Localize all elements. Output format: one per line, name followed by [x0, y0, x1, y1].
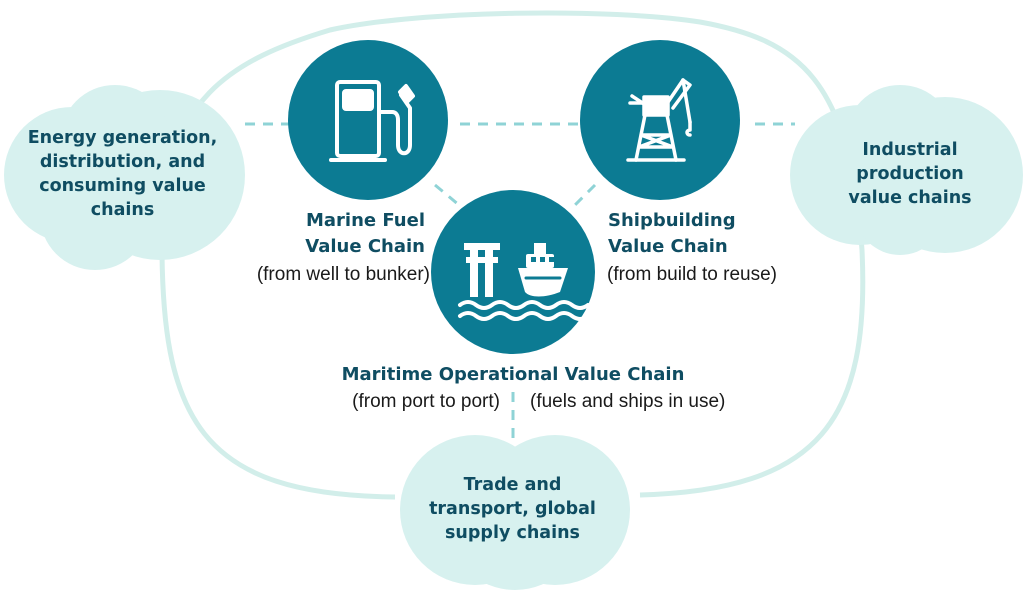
- energy-label-line: Energy generation,: [27, 128, 218, 148]
- trade-label: Trade and transport, global supply chain…: [410, 473, 615, 545]
- trade-label-line: transport, global: [429, 499, 596, 519]
- connector-shipbuilding-maritime: [568, 183, 597, 212]
- marine-fuel-circle: [288, 40, 448, 200]
- maritime-operational-title: Maritime Operational Value Chain: [341, 364, 685, 385]
- trade-label-line: Trade and: [463, 475, 562, 495]
- crane-icon: [626, 78, 692, 162]
- dashed-connectors: [245, 122, 795, 440]
- marine-fuel-title: Marine Fuel Value Chain: [255, 208, 425, 260]
- ship-port-icon: [458, 243, 590, 321]
- energy-label-line: consuming value: [39, 176, 206, 196]
- energy-label-line: distribution, and: [39, 152, 206, 172]
- industrial-cloud: [790, 85, 1023, 255]
- maritime-operational-circle: [431, 190, 595, 354]
- marine-fuel-title-line: Marine Fuel: [306, 210, 425, 231]
- industrial-label-line: Industrial: [862, 140, 958, 160]
- industrial-label: Industrial production value chains: [810, 138, 1010, 210]
- outer-ring: [159, 10, 866, 500]
- marine-fuel-subtitle: (from well to bunker): [256, 264, 430, 285]
- trade-label-line: supply chains: [445, 523, 580, 543]
- maritime-operational-subtitle-left: (from port to port): [352, 391, 500, 412]
- connector-fuel-maritime: [434, 183, 466, 212]
- industrial-label-line: value chains: [848, 188, 972, 208]
- energy-label-line: chains: [90, 200, 155, 220]
- trade-cloud: [400, 435, 630, 590]
- energy-cloud: [4, 85, 245, 270]
- shipbuilding-circle: [580, 40, 740, 200]
- shipbuilding-title: Shipbuilding Value Chain: [608, 208, 788, 260]
- shipbuilding-title-line: Value Chain: [608, 236, 728, 257]
- shipbuilding-title-line: Shipbuilding: [608, 210, 736, 231]
- marine-fuel-title-line: Value Chain: [305, 236, 425, 257]
- industrial-label-line: production: [856, 164, 964, 184]
- fuel-pump-icon: [329, 80, 415, 162]
- energy-label: Energy generation, distribution, and con…: [10, 126, 235, 222]
- maritime-operational-subtitle-right: (fuels and ships in use): [530, 391, 726, 412]
- shipbuilding-subtitle: (from build to reuse): [607, 264, 778, 285]
